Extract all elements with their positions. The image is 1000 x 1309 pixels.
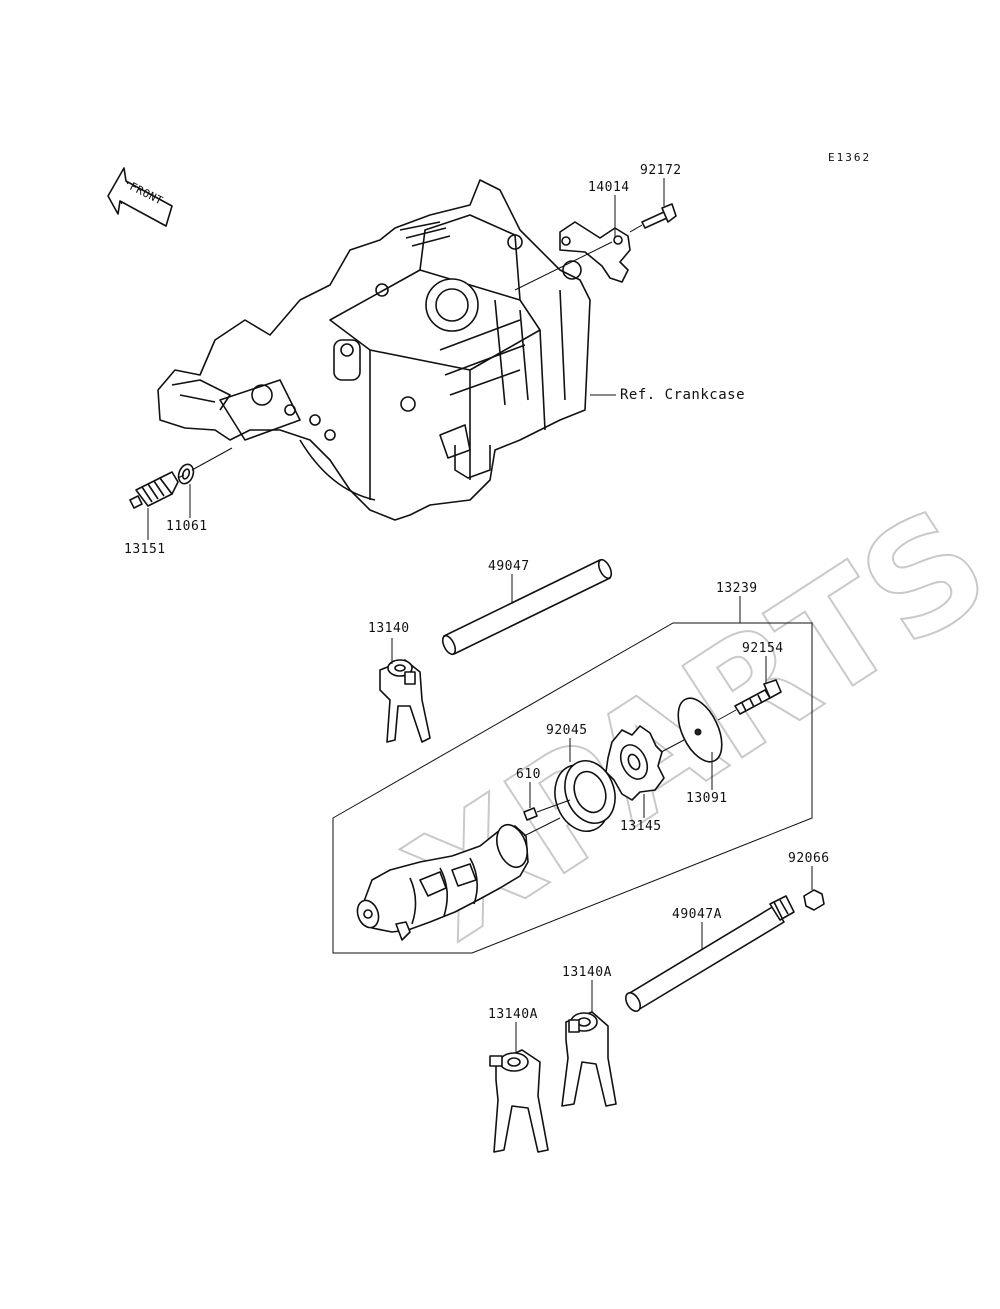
label-13145: 13145 <box>620 819 662 834</box>
label-610: 610 <box>516 767 541 782</box>
bearing-92045 <box>554 760 616 832</box>
label-11061: 11061 <box>166 519 208 534</box>
label-13140A-upper: 13140A <box>562 965 612 980</box>
label-92154: 92154 <box>742 641 784 656</box>
label-92172: 92172 <box>640 163 682 178</box>
diagram-code: E1362 <box>828 151 871 164</box>
shift-rod-49047A <box>624 895 795 1012</box>
ref-crankcase-label: Ref. Crankcase <box>620 387 745 403</box>
label-49047A: 49047A <box>672 907 722 922</box>
cap-92066 <box>803 889 825 911</box>
stopper-plate-14014 <box>514 221 631 291</box>
label-92045: 92045 <box>546 723 588 738</box>
label-13140A-lower: 13140A <box>488 1007 538 1022</box>
neutral-switch-13151 <box>129 471 185 509</box>
label-14014: 14014 <box>588 180 630 195</box>
label-13140: 13140 <box>368 621 410 636</box>
label-49047: 49047 <box>488 559 530 574</box>
pin-610 <box>523 799 571 821</box>
crankcase-housing <box>157 179 591 521</box>
shift-fork-13140A-upper <box>561 1011 617 1107</box>
label-92066: 92066 <box>788 851 830 866</box>
bolt-92154 <box>717 679 782 721</box>
shift-drum <box>356 817 561 941</box>
screw-92172 <box>629 203 677 233</box>
label-13091: 13091 <box>686 791 728 806</box>
front-arrow-icon: FRONT <box>107 167 173 227</box>
shift-fork-13140A-lower <box>489 1049 549 1153</box>
label-13239: 13239 <box>716 581 758 596</box>
label-13151: 13151 <box>124 542 166 557</box>
washer-11061 <box>177 447 233 485</box>
shift-fork-13140 <box>379 659 431 743</box>
shift-rod-49047 <box>441 558 613 656</box>
assembly-box-13239 <box>332 622 813 954</box>
cam-plate-13145 <box>605 725 665 801</box>
